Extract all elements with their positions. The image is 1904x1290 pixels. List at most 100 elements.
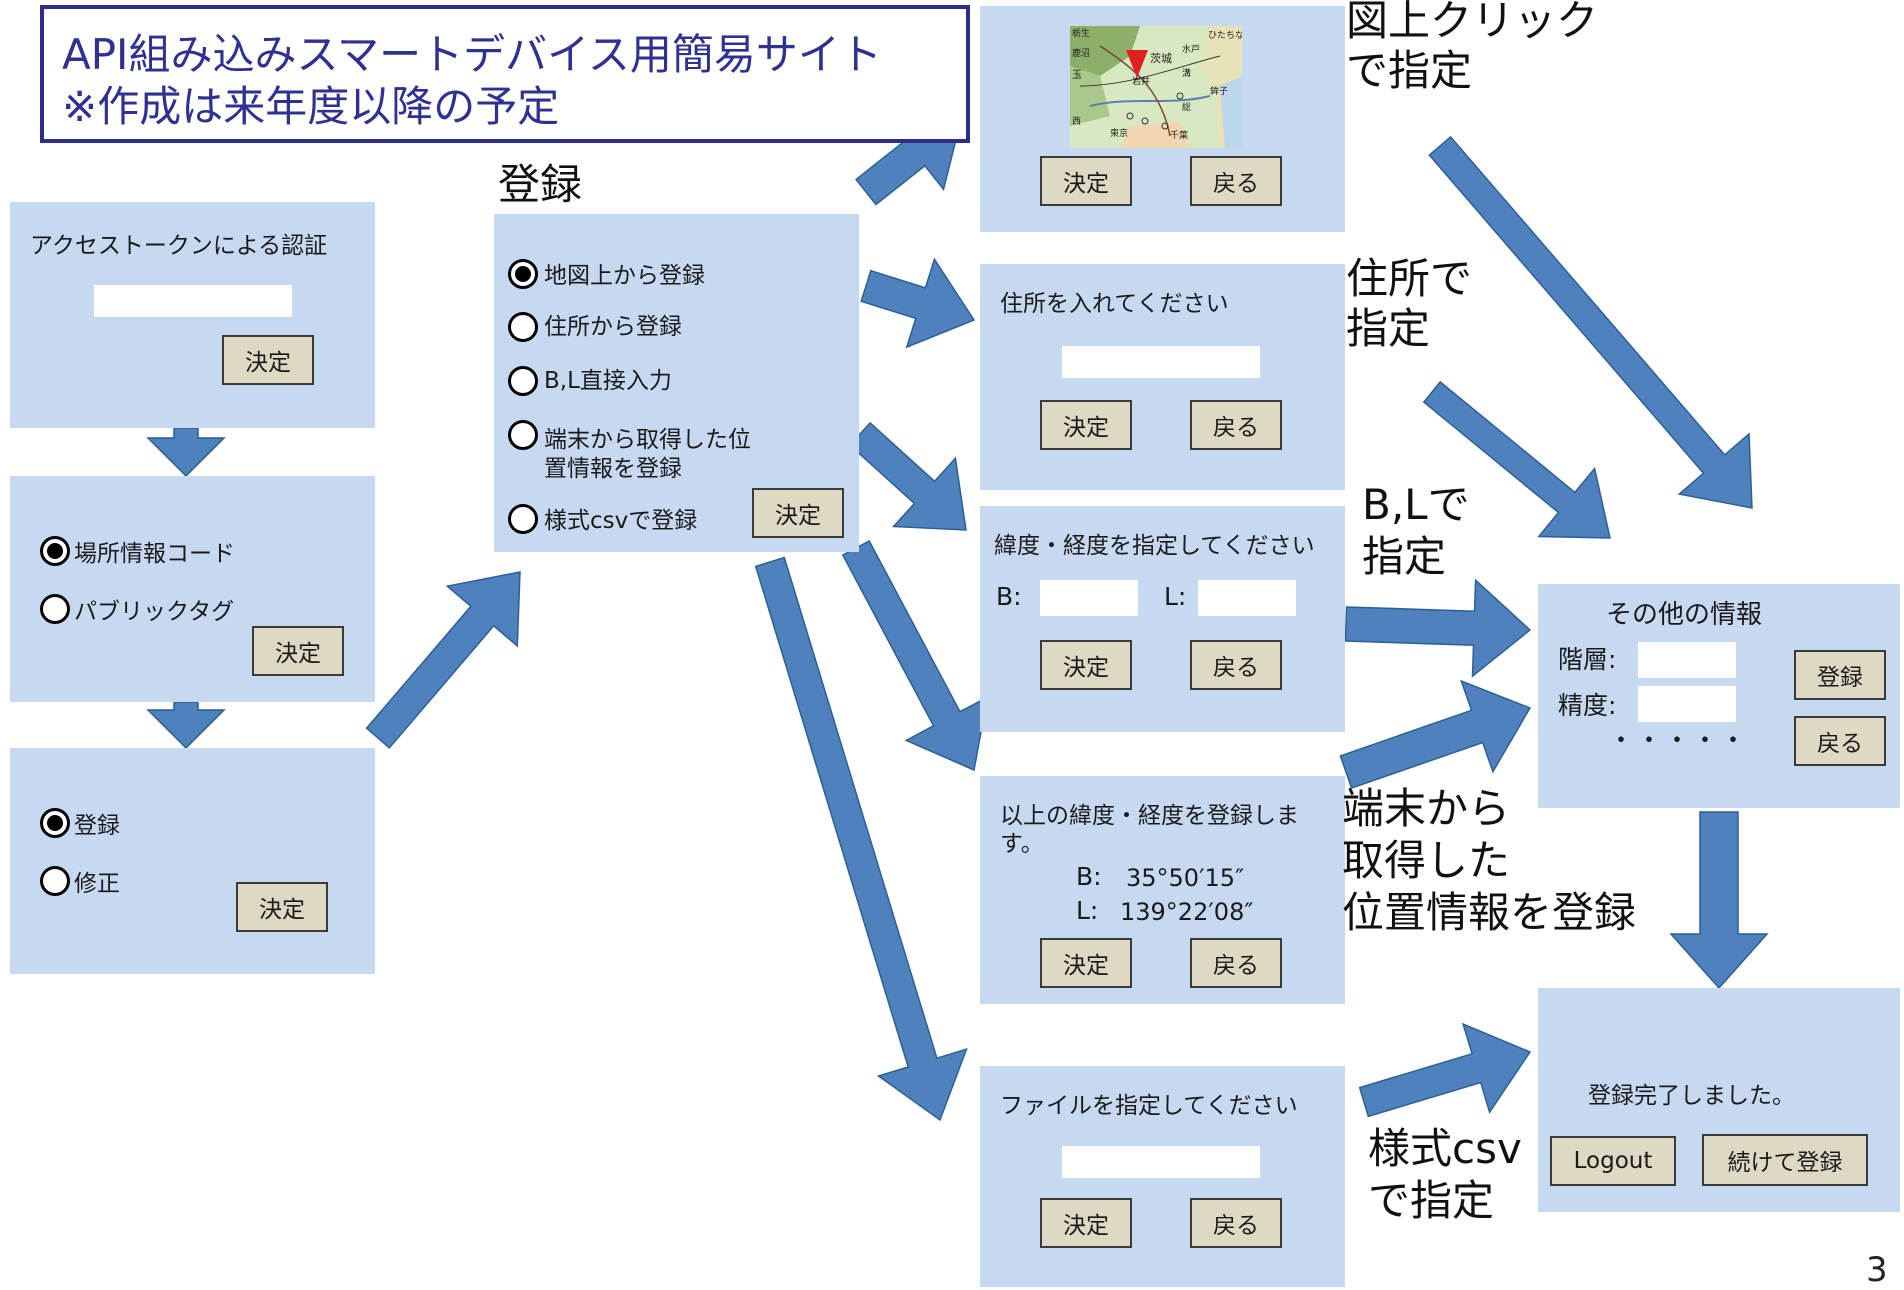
radio-bl-direct[interactable]	[508, 366, 538, 396]
option-device-location-label-1: 端末から取得した位	[544, 427, 751, 453]
mode-ok-button[interactable]: 決定	[236, 882, 328, 932]
file-prompt: ファイルを指定してください	[1000, 1093, 1298, 1119]
arrow-method-to-device	[841, 539, 989, 772]
radio-device-location[interactable]	[508, 420, 538, 450]
option-bl-direct-label: B,L直接入力	[544, 368, 672, 394]
option-from-address-label: 住所から登録	[544, 314, 682, 340]
arrow-method-to-bl	[848, 421, 967, 531]
accuracy-input[interactable]	[1638, 686, 1736, 722]
map-label: 総	[1182, 101, 1191, 113]
complete-panel: 登録完了しました。 Logout 続けて登録	[1538, 988, 1900, 1212]
arrow-method-to-file	[754, 556, 968, 1122]
note-map-2: で指定	[1346, 46, 1473, 95]
file-back-button[interactable]: 戻る	[1190, 1198, 1282, 1248]
device-b-value: 35°50′15″	[1126, 864, 1245, 892]
complete-message: 登録完了しました。	[1588, 1083, 1795, 1109]
source-ok-button[interactable]: 決定	[252, 626, 344, 676]
floor-label: 階層:	[1558, 645, 1617, 674]
bl-panel: 緯度・経度を指定してください B: L: 決定 戻る	[980, 506, 1345, 732]
other-info-panel: その他の情報 階層: 精度: ・・・・・ 登録 戻る	[1538, 584, 1900, 808]
map-label: 岩井	[1132, 75, 1150, 87]
option-csv-label: 様式csvで登録	[544, 508, 698, 534]
file-input[interactable]	[1062, 1146, 1260, 1178]
note-csv-1: 様式csv	[1368, 1124, 1522, 1173]
arrow-other-to-complete	[1669, 811, 1769, 990]
method-ok-button[interactable]: 決定	[752, 488, 844, 538]
radio-csv[interactable]	[508, 504, 538, 534]
map-label: 東京	[1110, 127, 1128, 139]
accuracy-label: 精度:	[1558, 691, 1617, 720]
device-b-label: B:	[1076, 862, 1102, 891]
longitude-input[interactable]	[1198, 580, 1296, 616]
device-ok-button[interactable]: 決定	[1040, 938, 1132, 988]
option-device-location-label-2: 置情報を登録	[544, 456, 682, 482]
arrow-file-to-complete	[1358, 1022, 1532, 1118]
other-info-title: その他の情報	[1606, 600, 1763, 630]
auth-panel: アクセストークンによる認証 決定	[10, 202, 375, 428]
radio-from-address[interactable]	[508, 312, 538, 342]
map-label: 茨城	[1150, 51, 1172, 65]
map-label: 栃生	[1072, 27, 1090, 39]
file-panel: ファイルを指定してください 決定 戻る	[980, 1066, 1345, 1287]
arrow-source-to-mode	[146, 701, 226, 750]
device-location-panel: 以上の緯度・経度を登録しま す。 B: 35°50′15″ L: 139°22′…	[980, 776, 1345, 1004]
access-token-input[interactable]	[94, 285, 292, 317]
note-address-2: 指定	[1346, 304, 1431, 353]
bl-ok-button[interactable]: 決定	[1040, 640, 1132, 690]
address-back-button[interactable]: 戻る	[1190, 400, 1282, 450]
file-ok-button[interactable]: 決定	[1040, 1198, 1132, 1248]
device-message-line-2: す。	[1000, 831, 1044, 857]
other-register-button[interactable]: 登録	[1794, 650, 1886, 700]
device-message-line-1: 以上の緯度・経度を登録しま	[1000, 803, 1299, 829]
bl-back-button[interactable]: 戻る	[1190, 640, 1282, 690]
logout-button[interactable]: Logout	[1550, 1136, 1676, 1186]
device-back-button[interactable]: 戻る	[1190, 938, 1282, 988]
arrow-method-to-address	[860, 257, 976, 349]
map-marker-icon	[1126, 50, 1148, 78]
address-prompt: 住所を入れてください	[1000, 291, 1229, 317]
map-back-button[interactable]: 戻る	[1190, 156, 1282, 206]
method-panel: 地図上から登録 住所から登録 B,L直接入力 端末から取得した位 置情報を登録 …	[494, 214, 859, 552]
radio-modify[interactable]	[40, 866, 70, 896]
b-label: B:	[996, 582, 1022, 611]
map-label: ひたちな	[1208, 30, 1242, 41]
continue-register-button[interactable]: 続けて登録	[1702, 1134, 1868, 1186]
map-label: 溝	[1182, 67, 1191, 79]
arrow-bl-to-other	[1344, 578, 1532, 678]
radio-location-code[interactable]	[40, 536, 70, 566]
map-label: 水戸	[1182, 43, 1200, 55]
latitude-input[interactable]	[1040, 580, 1138, 616]
address-panel: 住所を入れてください 決定 戻る	[980, 264, 1345, 490]
option-location-code-label: 場所情報コード	[74, 541, 235, 567]
radio-public-tag[interactable]	[40, 594, 70, 624]
option-register-label: 登録	[74, 813, 120, 839]
note-device-2: 取得した	[1342, 836, 1511, 885]
note-device-1: 端末から	[1342, 784, 1511, 833]
map-ok-button[interactable]: 決定	[1040, 156, 1132, 206]
address-input[interactable]	[1062, 346, 1260, 378]
auth-ok-button[interactable]: 決定	[222, 335, 314, 385]
other-back-button[interactable]: 戻る	[1794, 716, 1886, 766]
option-from-map-label: 地図上から登録	[544, 263, 705, 289]
address-ok-button[interactable]: 決定	[1040, 400, 1132, 450]
bl-prompt: 緯度・経度を指定してください	[994, 533, 1315, 559]
option-public-tag-label: パブリックタグ	[74, 599, 235, 625]
floor-input[interactable]	[1638, 642, 1736, 678]
radio-register[interactable]	[40, 808, 70, 838]
l-label: L:	[1164, 582, 1187, 611]
map-label: 鹿沼	[1072, 47, 1090, 59]
title-box: API組み込みスマートデバイス用簡易サイト ※作成は来年度以降の予定	[40, 5, 970, 143]
map-label: 千葉	[1170, 129, 1188, 141]
note-address-1: 住所で	[1346, 254, 1473, 303]
note-bl-2: 指定	[1362, 532, 1447, 581]
map-label: 玉	[1072, 70, 1082, 81]
map-thumbnail[interactable]: 栃生 鹿沼 水戸 ひたちな 茨城 岩井 玉 西 鉾子 東京 千葉 総 溝	[1070, 26, 1242, 148]
title-line-1: API組み込みスマートデバイス用簡易サイト	[62, 30, 882, 79]
radio-from-map[interactable]	[508, 259, 538, 289]
arrow-map-note-to-other	[1428, 135, 1753, 509]
map-label: 鉾子	[1210, 85, 1228, 97]
arrow-address-note-to-other	[1422, 380, 1611, 539]
note-device-3: 位置情報を登録	[1342, 888, 1637, 937]
auth-title: アクセストークンによる認証	[30, 233, 328, 259]
